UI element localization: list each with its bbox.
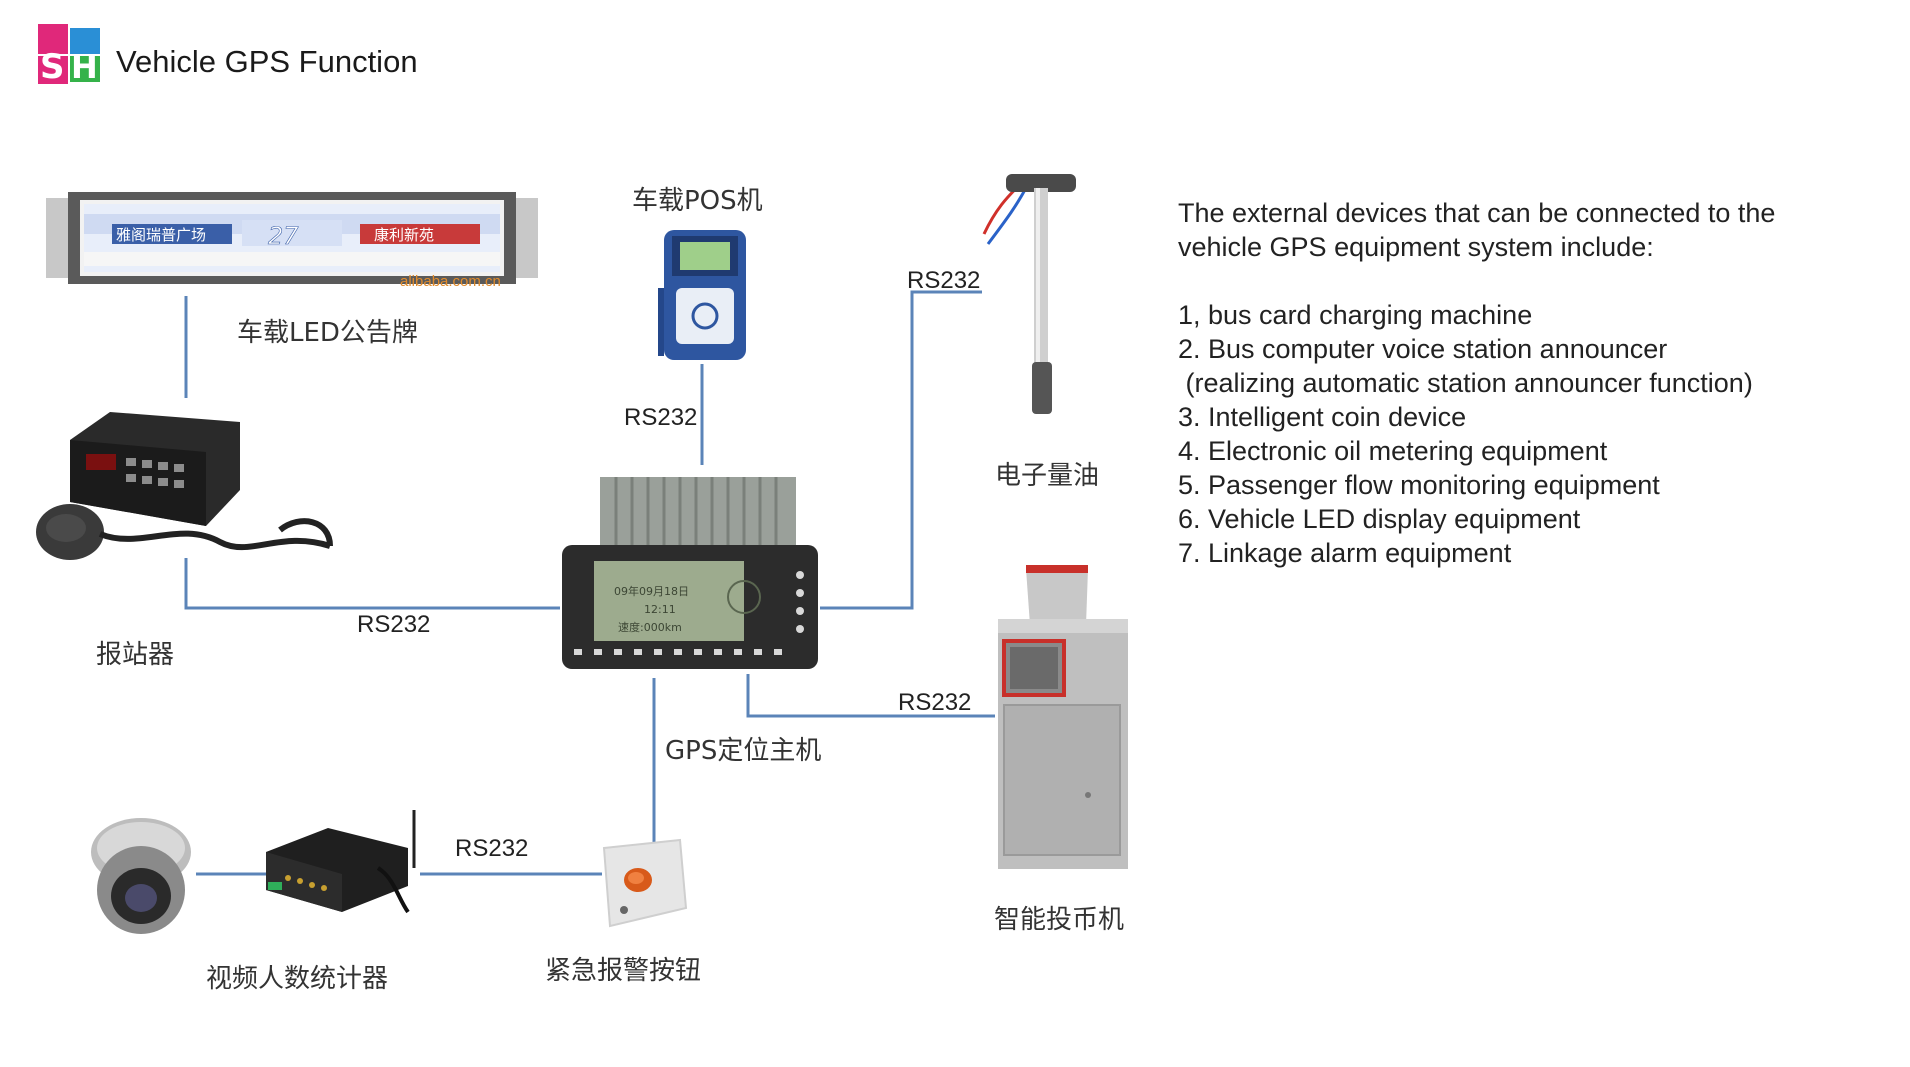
led-text-center: 27 — [268, 222, 299, 250]
list-item: 5. Passenger flow monitoring equipment — [1178, 470, 1660, 500]
list-item: 4. Electronic oil metering equipment — [1178, 436, 1608, 466]
list-item: 6. Vehicle LED display equipment — [1178, 504, 1581, 534]
camera-dome-image — [91, 818, 191, 934]
coin-machine-label: 智能投币机 — [994, 905, 1125, 935]
line-coin-hub — [746, 674, 995, 718]
brand-logo: S H — [38, 24, 100, 84]
oil-sensor-image — [982, 174, 1076, 414]
announcer-image — [36, 412, 333, 560]
video-counter-label: 视频人数统计器 — [206, 964, 389, 994]
logo-letter-s: S — [40, 47, 65, 84]
watermark-text: alibaba.com.cn — [400, 273, 501, 290]
led-sign-label: 车载LED公告牌 — [237, 318, 418, 348]
coin-machine-image — [998, 565, 1128, 869]
led-text-left: 雅阁瑞普广场 — [116, 226, 206, 244]
list-item: 3. Intelligent coin device — [1178, 402, 1467, 432]
rs232-label-announcer: RS232 — [357, 611, 431, 638]
list-item: (realizing automatic station announcer f… — [1178, 368, 1753, 398]
led-sign-image: 雅阁瑞普广场 27 康利新苑 alibaba.com.cn — [46, 192, 538, 290]
rs232-label-video: RS232 — [455, 835, 529, 862]
line-announcer-hub — [184, 558, 560, 610]
oil-sensor-label: 电子量油 — [995, 461, 1100, 491]
announcer-label: 报站器 — [96, 640, 175, 670]
alarm-button-label: 紧急报警按钮 — [545, 956, 702, 986]
page-title: Vehicle GPS Function — [116, 44, 418, 79]
rs232-label-pos: RS232 — [624, 404, 698, 431]
alarm-button-image — [602, 838, 688, 928]
pos-label: 车载POS机 — [632, 186, 763, 216]
pos-terminal-image — [658, 230, 746, 360]
list-item: 1, bus card charging machine — [1178, 300, 1533, 330]
list-item: 2. Bus computer voice station announcer — [1178, 334, 1668, 364]
rs232-label-oil: RS232 — [907, 267, 981, 294]
description-panel: The external devices that can be connect… — [1178, 196, 1878, 570]
line-oil-hub — [820, 290, 982, 610]
list-item: 7. Linkage alarm equipment — [1178, 538, 1512, 568]
led-text-right: 康利新苑 — [374, 226, 434, 244]
gps-hub-image: 09年09月18日 12:11 速度:000km — [562, 477, 818, 669]
intro-line-2: vehicle GPS equipment system include: — [1178, 232, 1654, 262]
hub-screen-speed: 速度:000km — [618, 620, 682, 634]
rs232-label-coin: RS232 — [898, 689, 972, 716]
video-counter-image — [266, 810, 416, 914]
hub-screen-time: 12:11 — [644, 603, 676, 616]
intro-line-1: The external devices that can be connect… — [1178, 198, 1776, 228]
logo-letter-h: H — [71, 48, 98, 84]
hub-screen-date: 09年09月18日 — [614, 584, 689, 598]
gps-hub-label: GPS定位主机 — [665, 736, 822, 766]
